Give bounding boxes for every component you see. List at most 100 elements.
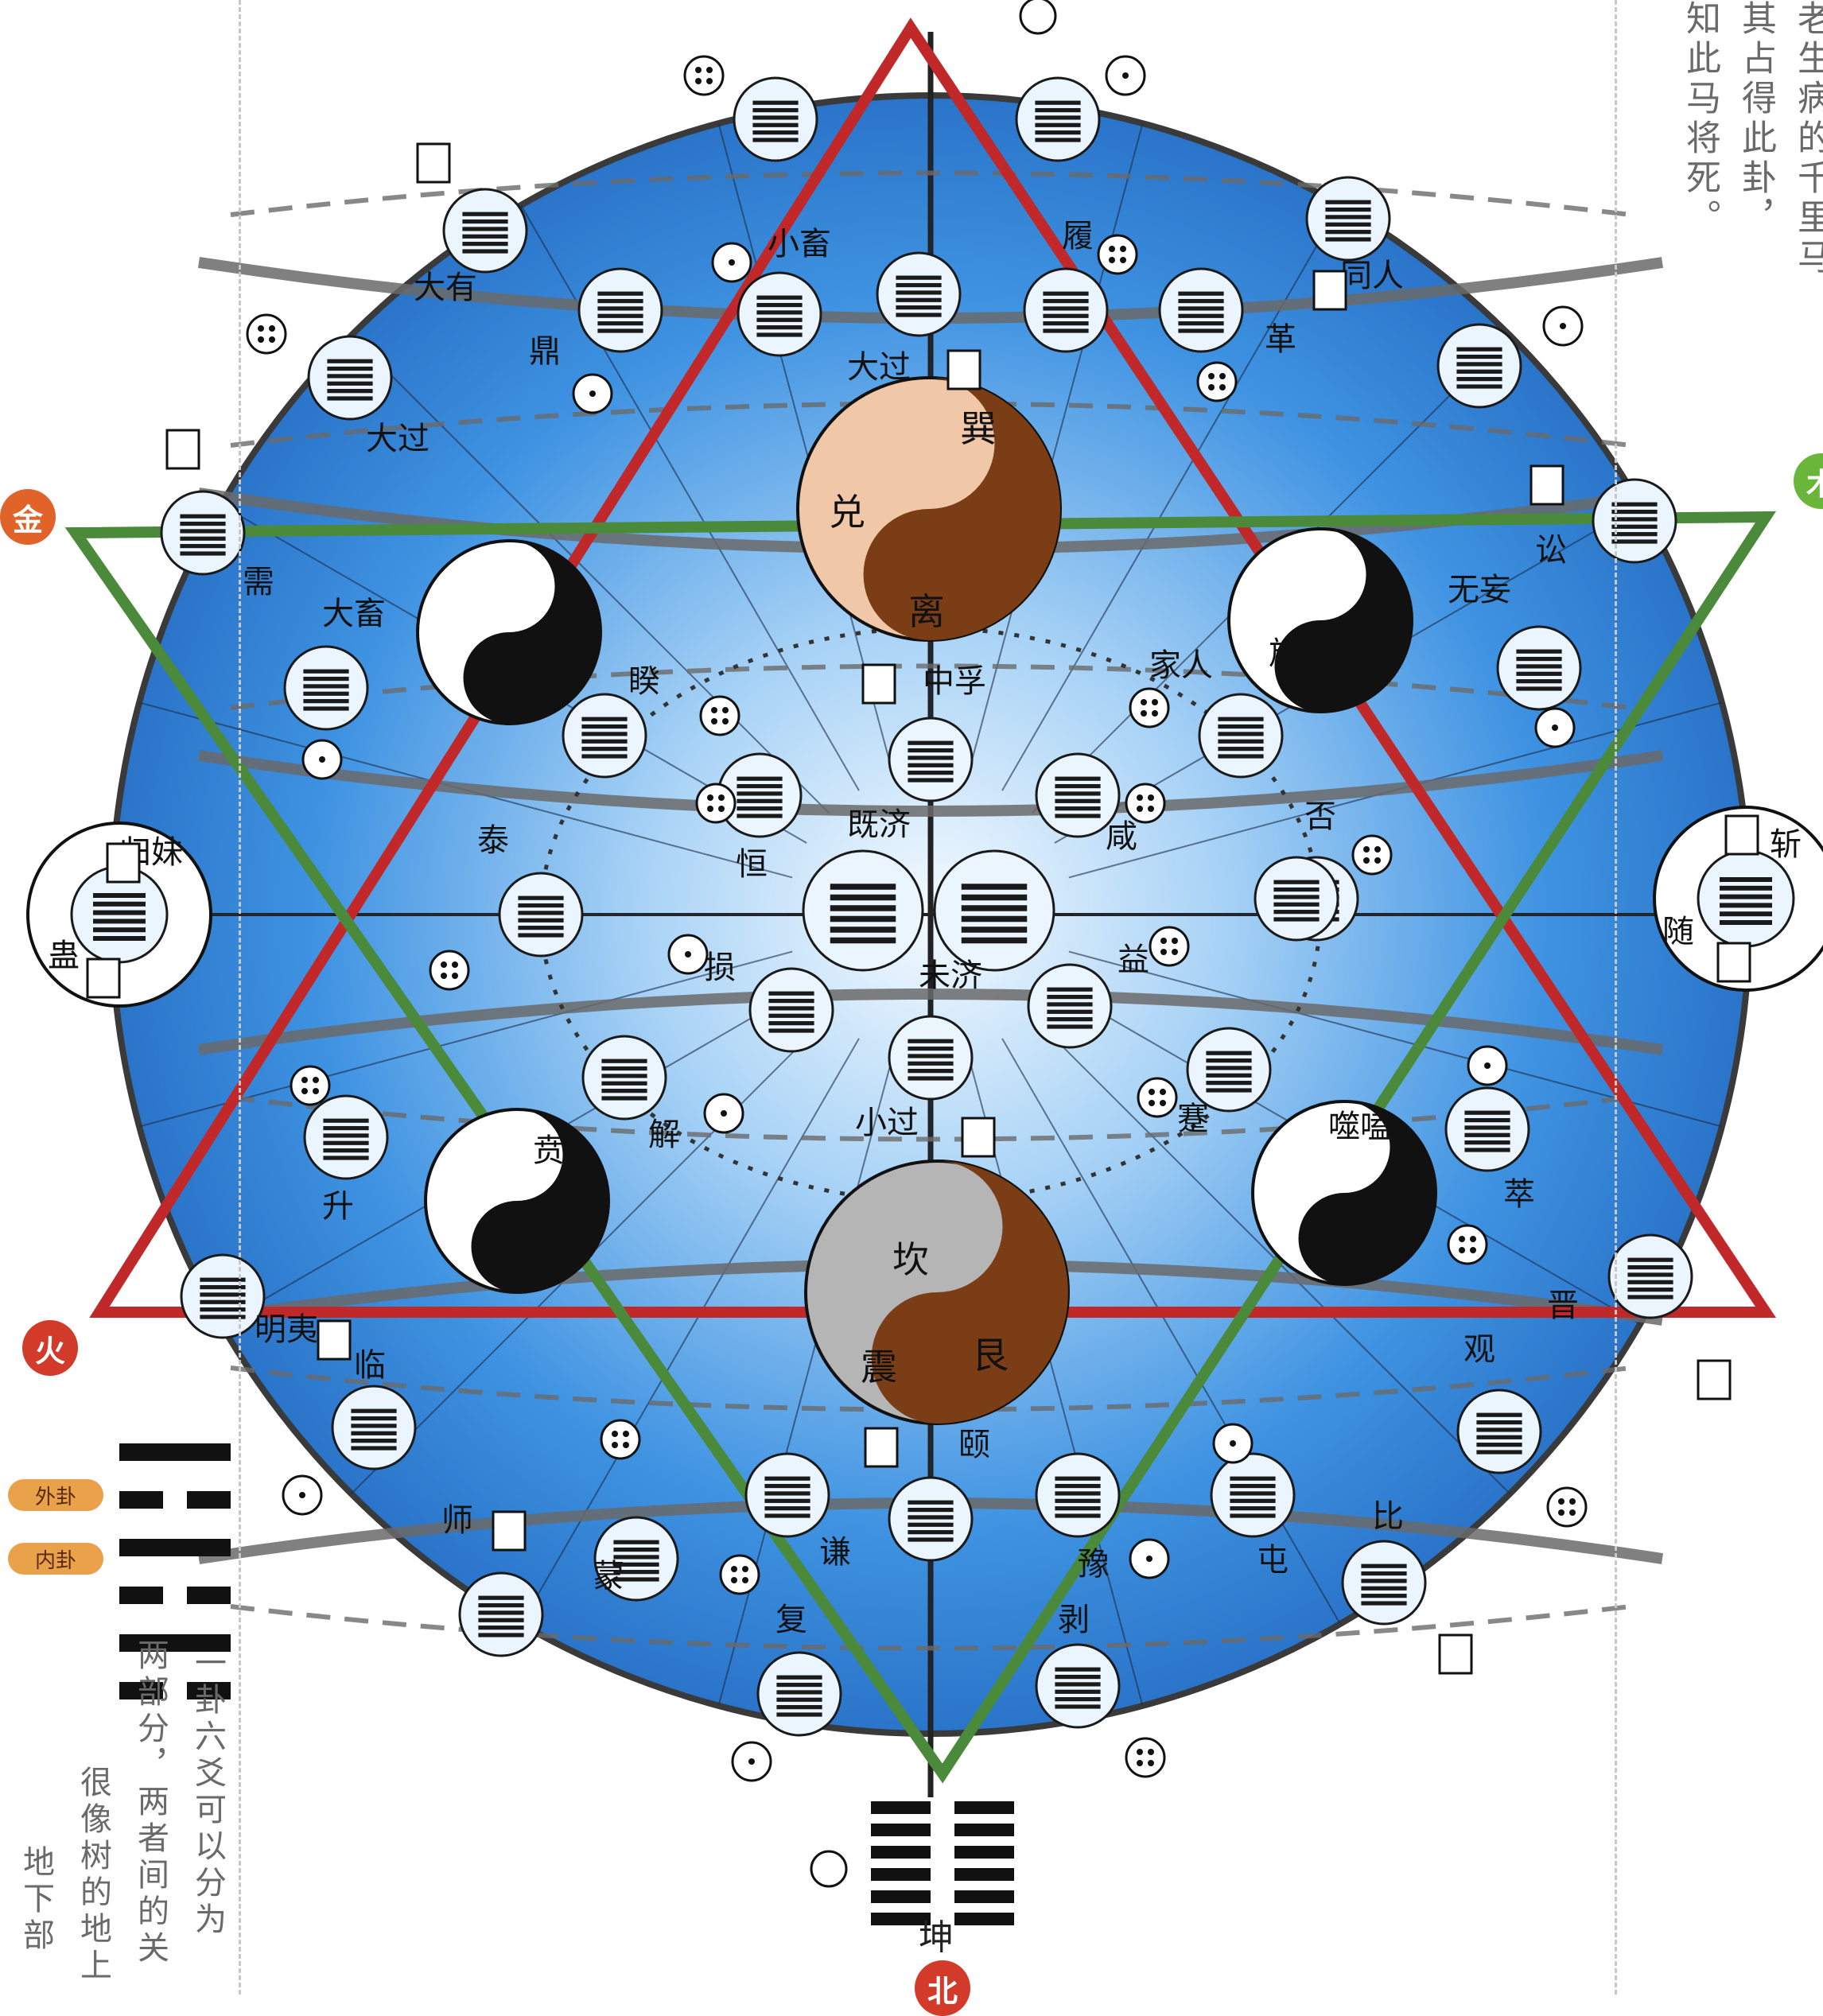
hex-bar	[908, 1530, 953, 1534]
hexagram-node	[889, 718, 972, 801]
hex-bar	[908, 1069, 953, 1073]
yy-dot	[913, 559, 945, 591]
hex-bar	[518, 896, 563, 900]
dice-pip	[612, 1442, 618, 1448]
hex-bar	[581, 754, 627, 758]
dice-pip	[258, 325, 264, 332]
hexagram-node	[579, 269, 662, 352]
hex-bar	[1178, 328, 1223, 332]
hex-bar	[1720, 886, 1772, 891]
hex-bar	[1047, 1010, 1092, 1014]
hex-bar	[1516, 650, 1561, 654]
hex-bar	[776, 1690, 822, 1694]
hex-bar	[478, 1618, 523, 1622]
hexagram-node	[1024, 269, 1107, 352]
hex-bar	[1720, 911, 1772, 916]
hex-bar	[303, 699, 348, 703]
dice-pip	[313, 1077, 319, 1083]
yy-dot	[913, 428, 945, 460]
dice-pip	[1152, 699, 1158, 705]
hexagram-node	[889, 1016, 972, 1099]
dice-pip	[1374, 846, 1381, 853]
hex-bar	[462, 219, 507, 223]
hex-bar	[1325, 200, 1370, 204]
hex-bar	[1178, 292, 1223, 296]
square-marker	[1726, 816, 1758, 854]
outer-trigram-label: 外卦	[8, 1479, 103, 1511]
hex-bar	[1178, 321, 1223, 325]
hex-bar	[1720, 877, 1772, 882]
square-marker	[318, 1321, 350, 1359]
hex-bar	[737, 806, 782, 810]
hex-bar	[768, 1006, 814, 1010]
hexagram-node	[1036, 1645, 1119, 1727]
dice-pip	[1109, 246, 1115, 252]
hex-bar	[1047, 1002, 1092, 1006]
hex-bar	[962, 916, 1028, 923]
dice-pip	[1137, 806, 1143, 812]
hex-bar	[581, 740, 627, 744]
hex-bar	[908, 1537, 953, 1541]
hex-bar	[1361, 1601, 1406, 1605]
dice-marker	[1214, 1424, 1252, 1462]
dice-pip	[1148, 794, 1154, 801]
hexagram-node	[1446, 1088, 1529, 1171]
dice-circle	[685, 56, 723, 95]
hex-bar	[830, 938, 896, 944]
hex-bar	[1035, 108, 1080, 112]
hex-bar	[303, 706, 348, 710]
hex-bar	[1464, 1148, 1510, 1152]
dice-circle	[1448, 1226, 1487, 1264]
dice-pip	[1148, 806, 1154, 812]
hexagram-label: 大畜	[322, 596, 386, 632]
dice-pip	[1146, 1556, 1152, 1562]
hexagram-node	[309, 336, 391, 419]
dice-pip	[1219, 384, 1226, 390]
dice-pip	[269, 325, 275, 332]
dice-marker	[283, 1476, 321, 1514]
hex-bar	[962, 905, 1028, 911]
hex-bar	[1476, 1450, 1522, 1454]
hexagram-node	[1593, 480, 1676, 562]
hex-bar	[1206, 1058, 1251, 1062]
hex-bar	[93, 927, 146, 932]
dice-marker	[685, 56, 723, 95]
hex-bar	[93, 902, 146, 907]
hex-bar	[478, 1626, 523, 1630]
hexagram-label: 泰	[477, 822, 509, 859]
left-text-4: 地下部	[13, 1845, 59, 1955]
hex-bar	[737, 814, 782, 818]
hex-bar	[1055, 1484, 1100, 1488]
hexagram-label: 颐	[958, 1427, 990, 1463]
hex-bar	[1055, 1697, 1100, 1701]
yy-left-lower	[426, 1109, 608, 1292]
hex-bar	[830, 895, 896, 901]
hex-bar	[1325, 223, 1370, 227]
kun-trigram	[871, 1801, 1014, 1925]
hex-bar	[756, 318, 802, 322]
hex-bar	[896, 313, 941, 317]
hexagram-node	[1199, 694, 1282, 777]
dice-marker	[669, 935, 707, 973]
dice-marker	[1138, 1078, 1176, 1117]
hex-bar	[323, 1133, 368, 1137]
dice-marker	[601, 1420, 639, 1459]
hex-bar	[1456, 355, 1502, 359]
dice-pip	[1148, 1760, 1154, 1766]
hex-bar	[1043, 314, 1088, 318]
hex-bar	[581, 724, 627, 728]
dice-pip	[1137, 1760, 1143, 1766]
yy-dot	[506, 1236, 528, 1258]
dice-pip	[301, 1077, 308, 1083]
dice-pip	[452, 961, 458, 968]
dice-pip	[1109, 257, 1115, 263]
dice-pip	[1160, 1100, 1166, 1106]
dice-pip	[722, 707, 729, 713]
hexagram-label: 益	[1118, 942, 1149, 978]
dice-marker	[1544, 307, 1582, 345]
hex-bar	[896, 305, 941, 309]
hex-bar	[462, 227, 507, 231]
inner-trigram-label: 内卦	[8, 1543, 103, 1575]
dice-pip	[742, 1566, 748, 1572]
hex-bar	[1611, 539, 1657, 543]
